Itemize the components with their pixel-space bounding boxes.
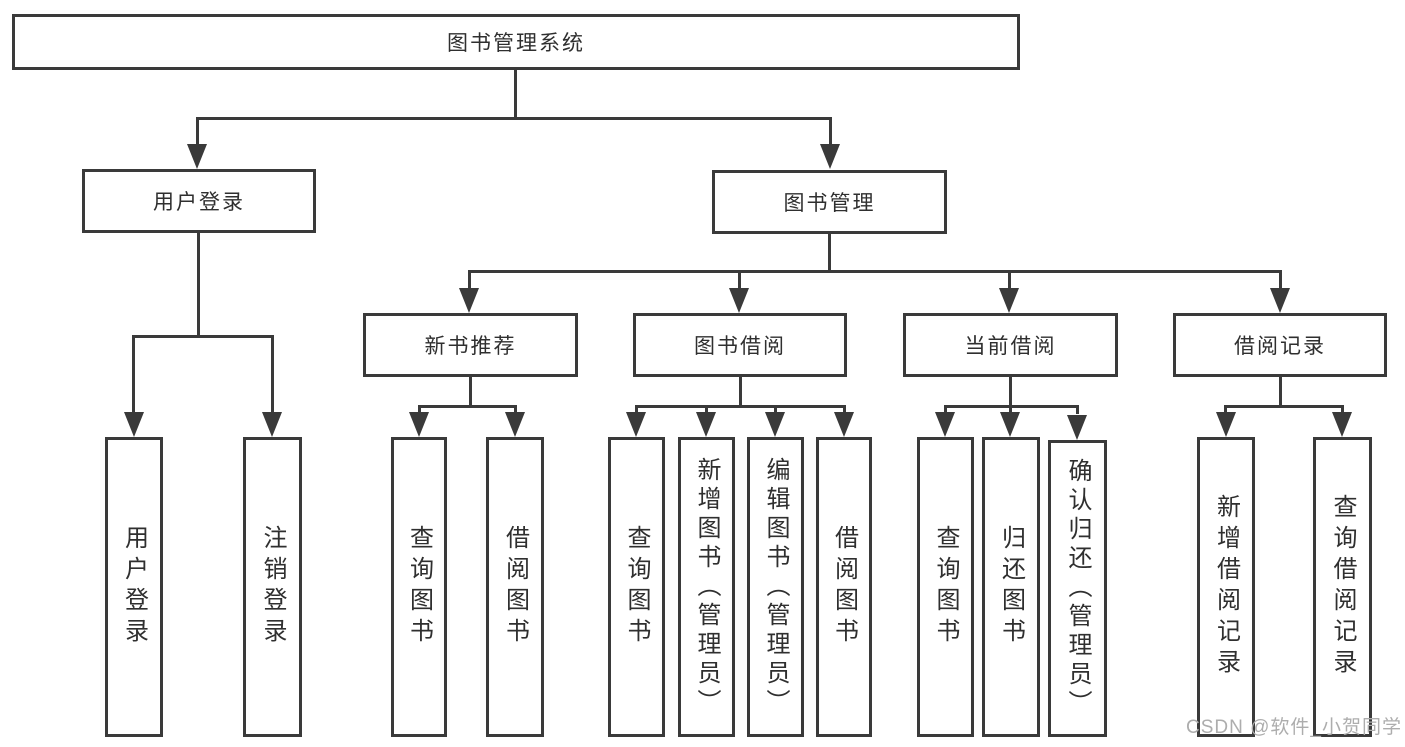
arrow-down-icon — [1216, 412, 1236, 437]
connector-line — [196, 117, 832, 120]
arrow-down-icon — [1000, 412, 1020, 437]
connector-line — [418, 405, 421, 414]
node-leaf-borrow-query-book: 查询图书 — [608, 437, 665, 737]
connector-line — [514, 70, 517, 119]
connector-line — [1279, 377, 1282, 407]
arrow-down-icon — [1067, 415, 1087, 440]
arrow-down-icon — [409, 412, 429, 437]
node-leaf-current-query-book: 查询图书 — [917, 437, 974, 737]
arrow-down-icon — [935, 412, 955, 437]
connector-line — [738, 270, 741, 290]
node-user-login: 用户登录 — [82, 169, 316, 233]
connector-line — [468, 270, 471, 290]
connector-line — [635, 405, 846, 408]
node-leaf-return-book: 归还图书 — [982, 437, 1040, 737]
connector-line — [418, 405, 517, 408]
connector-line — [1009, 405, 1012, 414]
arrow-down-icon — [124, 412, 144, 437]
node-borrow-record: 借阅记录 — [1173, 313, 1387, 377]
connector-line — [468, 270, 1282, 273]
arrow-down-icon — [1270, 288, 1290, 313]
node-leaf-recommend-query-book: 查询图书 — [391, 437, 447, 737]
connector-line — [774, 405, 777, 414]
connector-line — [843, 405, 846, 414]
node-leaf-query-borrow-record: 查询借阅记录 — [1313, 437, 1372, 737]
connector-line — [705, 405, 708, 414]
arrow-down-icon — [765, 412, 785, 437]
arrow-down-icon — [834, 412, 854, 437]
node-leaf-add-borrow-record: 新增借阅记录 — [1197, 437, 1255, 737]
arrow-down-icon — [999, 288, 1019, 313]
connector-line — [514, 405, 517, 414]
node-leaf-recommend-borrow-book: 借阅图书 — [486, 437, 544, 737]
connector-line — [1224, 405, 1344, 408]
arrow-down-icon — [729, 288, 749, 313]
csdn-watermark: CSDN @软件_小贺同学 — [1186, 717, 1402, 738]
arrow-down-icon — [696, 412, 716, 437]
connector-line — [197, 233, 200, 337]
node-leaf-confirm-return-admin: 确认归还（管理员） — [1048, 440, 1107, 737]
arrow-down-icon — [459, 288, 479, 313]
node-book-borrow: 图书借阅 — [633, 313, 847, 377]
arrow-down-icon — [626, 412, 646, 437]
connector-line — [635, 405, 638, 414]
connector-line — [1008, 270, 1011, 290]
connector-line — [944, 405, 947, 414]
node-leaf-user-login: 用户登录 — [105, 437, 163, 737]
connector-line — [1279, 270, 1282, 290]
arrow-down-icon — [820, 144, 840, 169]
connector-line — [132, 335, 135, 414]
node-leaf-borrow-book: 借阅图书 — [816, 437, 872, 737]
node-book-management: 图书管理 — [712, 170, 947, 234]
node-leaf-logout: 注销登录 — [243, 437, 302, 737]
node-current-borrow: 当前借阅 — [903, 313, 1118, 377]
node-leaf-add-book-admin: 新增图书（管理员） — [678, 437, 735, 737]
arrow-down-icon — [1332, 412, 1352, 437]
connector-line — [196, 117, 199, 147]
node-leaf-edit-book-admin: 编辑图书（管理员） — [747, 437, 804, 737]
connector-line — [739, 377, 742, 407]
node-root-library-system: 图书管理系统 — [12, 14, 1020, 70]
arrow-down-icon — [187, 144, 207, 169]
connector-line — [829, 117, 832, 147]
connector-line — [132, 335, 274, 338]
connector-line — [1224, 405, 1227, 414]
connector-line — [271, 335, 274, 414]
connector-line — [828, 234, 831, 272]
connector-line — [1341, 405, 1344, 414]
connector-line — [1009, 377, 1012, 407]
connector-line — [1076, 405, 1079, 414]
arrow-down-icon — [262, 412, 282, 437]
node-new-book-recommend: 新书推荐 — [363, 313, 578, 377]
connector-line — [469, 377, 472, 407]
arrow-down-icon — [505, 412, 525, 437]
